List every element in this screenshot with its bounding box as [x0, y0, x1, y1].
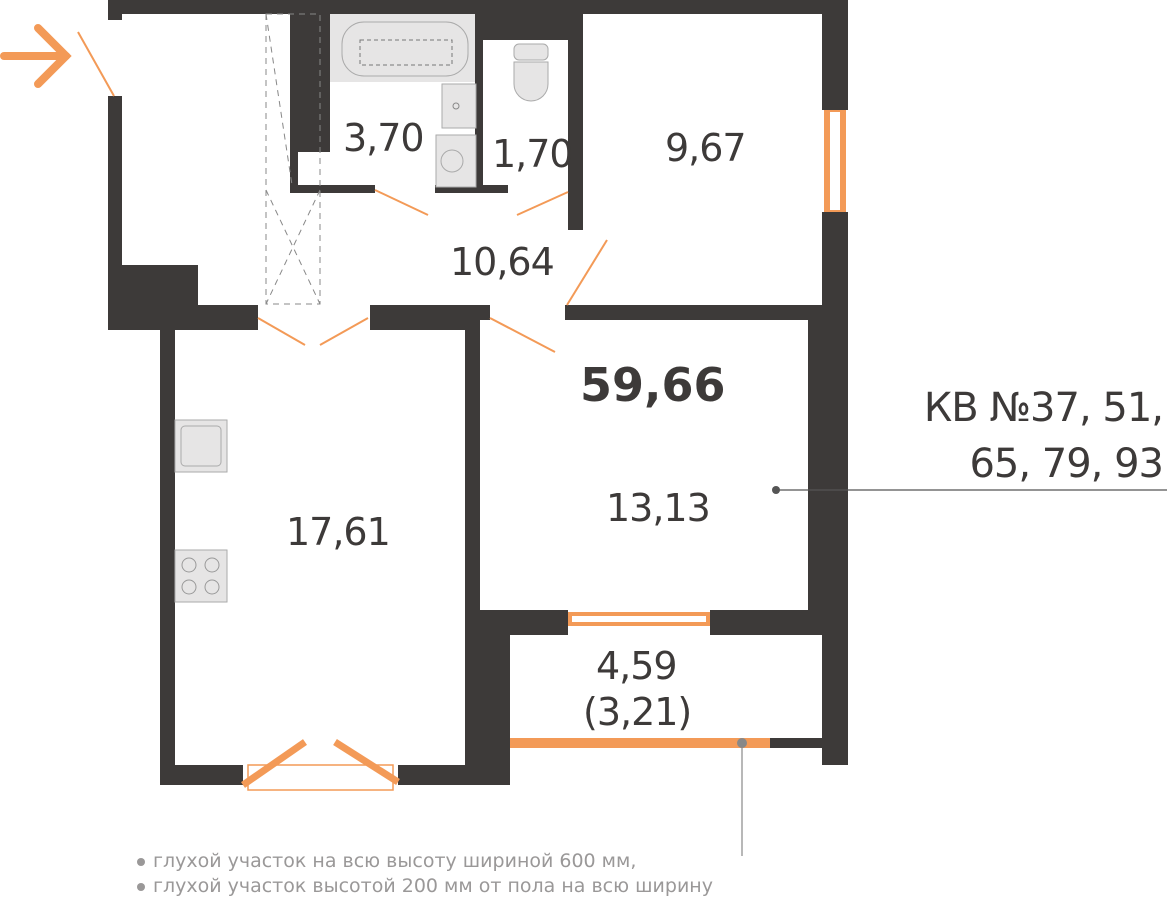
room-area-kitchen: 17,61 [286, 510, 391, 554]
washing-machine-icon [435, 134, 477, 188]
room-area-bedroom: 13,13 [606, 486, 711, 530]
bullet-icon [137, 857, 145, 866]
windows [247, 110, 846, 791]
room-area-bathroom: 3,70 [343, 116, 425, 160]
doors [77, 31, 608, 788]
note-2: глухой участок высотой 200 мм от пола на… [137, 875, 713, 897]
apartment-numbers-line1: КВ №37, 51, [923, 385, 1164, 431]
entrance-arrow-icon [0, 24, 72, 88]
note-text: глухой участок высотой 200 мм от пола на… [153, 875, 713, 897]
sink-icon [441, 83, 477, 129]
room-area-hall: 10,64 [450, 240, 555, 284]
note-1: глухой участок на всю высоту шириной 600… [137, 850, 636, 872]
room-area-balcony: 4,59 [596, 644, 678, 688]
room-area-balcony-reduced: (3,21) [583, 690, 692, 734]
apartment-numbers: КВ №37, 51, 65, 79, 93 [923, 380, 1164, 492]
room-area-bedroom-small: 9,67 [665, 126, 747, 170]
wardrobe [265, 13, 321, 305]
stove-icon [174, 549, 228, 603]
note-text: глухой участок на всю высоту шириной 600… [153, 850, 637, 872]
walls [108, 0, 848, 785]
kitchen-sink-icon [174, 419, 228, 473]
apartment-numbers-line2: 65, 79, 93 [969, 441, 1164, 487]
bathtub-icon [330, 14, 475, 82]
bullet-icon [137, 882, 145, 891]
total-area: 59,66 [580, 358, 726, 412]
toilet-icon [513, 43, 549, 102]
leader-lines [737, 486, 1167, 856]
room-area-toilet: 1,70 [492, 132, 574, 176]
